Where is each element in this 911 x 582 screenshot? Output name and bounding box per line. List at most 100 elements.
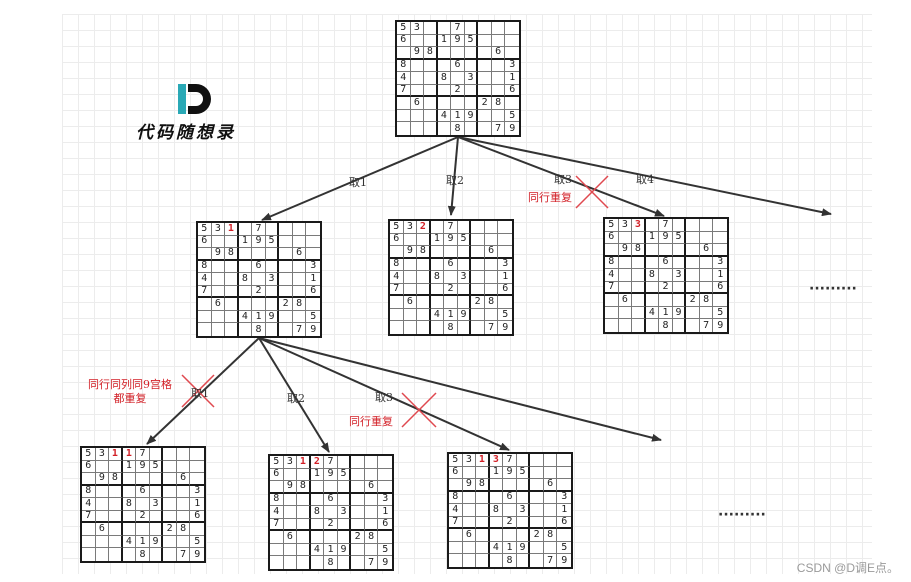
board-cell: 8 xyxy=(310,506,325,519)
board-cell: 9 xyxy=(462,479,477,492)
edge-root-to-take2 xyxy=(447,136,459,216)
board-cell: 1 xyxy=(238,235,253,249)
board-cell: 7 xyxy=(449,517,463,530)
board-cell: 6 xyxy=(306,286,320,299)
board-cell xyxy=(557,479,571,492)
board-cell xyxy=(225,323,239,336)
board-cell: 4 xyxy=(430,308,445,322)
board-cell: 6 xyxy=(503,491,517,505)
board-cell xyxy=(424,84,438,98)
board-cell xyxy=(95,498,110,511)
board-cell xyxy=(672,219,687,232)
board-cell: 9 xyxy=(659,231,673,245)
board-cell xyxy=(424,109,438,123)
board-cell: 2 xyxy=(451,85,465,98)
board-cell xyxy=(283,543,298,557)
board-cell: 3 xyxy=(410,22,425,35)
board-cell: 4 xyxy=(122,535,137,549)
board-cell xyxy=(543,541,558,555)
board-cell xyxy=(672,244,687,257)
edge-mid-to-take3 xyxy=(258,337,510,451)
board-cell: 5 xyxy=(516,466,531,480)
ellipsis-right-top: ········· xyxy=(809,281,857,297)
board-cell xyxy=(283,518,298,532)
board-cell xyxy=(605,294,619,307)
board-cell xyxy=(238,260,253,274)
board-cell xyxy=(424,59,438,73)
board-cell xyxy=(437,97,452,110)
board-cell: 8 xyxy=(699,294,714,307)
board-cell xyxy=(403,258,418,272)
board-cell xyxy=(176,460,191,474)
board-cell xyxy=(149,448,164,461)
board-cell xyxy=(438,122,452,135)
board-cell xyxy=(478,22,492,35)
board-cell: 3 xyxy=(713,257,727,270)
board-cell xyxy=(686,281,700,295)
board-cell xyxy=(645,219,660,232)
board-cell: 1 xyxy=(645,231,660,245)
board-cell xyxy=(471,233,485,247)
board-cell: 3 xyxy=(498,259,512,272)
board-cell xyxy=(457,258,472,272)
board-cell: 2 xyxy=(163,523,177,536)
board-cell: 3 xyxy=(505,60,519,73)
board-cell xyxy=(530,466,544,480)
board-cell: 1 xyxy=(505,72,519,85)
board-cell xyxy=(543,491,558,505)
board-cell: 6 xyxy=(283,531,298,544)
board-cell: 5 xyxy=(464,34,479,48)
board-cell: 6 xyxy=(451,59,465,73)
board-cell: 9 xyxy=(503,466,517,480)
board-cell xyxy=(491,84,506,98)
board-cell xyxy=(198,298,212,311)
board-cell: 9 xyxy=(672,306,687,320)
board-cell: 5 xyxy=(265,235,280,249)
board-cell: 9 xyxy=(283,481,298,494)
board-cell xyxy=(645,281,660,295)
board-cell xyxy=(225,285,239,299)
board-cell: 8 xyxy=(444,321,458,334)
board-cell: 8 xyxy=(430,271,445,284)
board-cell: 1 xyxy=(451,109,465,123)
board-cell xyxy=(212,323,226,336)
board-cell xyxy=(530,516,544,530)
board-cell xyxy=(557,454,571,467)
board-cell: 8 xyxy=(136,548,150,561)
board-cell xyxy=(618,306,633,320)
board-cell xyxy=(491,109,506,123)
board-cell xyxy=(430,246,445,259)
board-cell xyxy=(109,548,123,561)
board-cell xyxy=(476,466,490,480)
board-cell: 1 xyxy=(489,466,504,480)
board-cell xyxy=(82,535,96,549)
board-cell: 1 xyxy=(136,535,150,549)
board-cell xyxy=(297,506,311,519)
board-cell: 5 xyxy=(557,542,571,555)
board-cell xyxy=(351,481,365,494)
board-cell: 9 xyxy=(717,319,724,331)
board-cell xyxy=(659,294,673,307)
placed-cell: 1 xyxy=(476,454,490,467)
board-cell xyxy=(471,271,485,284)
board-cell xyxy=(109,535,123,549)
board-cell xyxy=(458,321,472,334)
board-cell: 1 xyxy=(190,498,204,511)
board-cell xyxy=(672,256,687,270)
board-cell xyxy=(390,246,404,259)
board-cell xyxy=(190,461,204,474)
board-cell xyxy=(176,448,191,461)
board-cell xyxy=(279,285,293,299)
board-cell xyxy=(109,460,123,474)
board-cell: 8 xyxy=(489,504,504,517)
board-cell xyxy=(632,319,646,332)
board-cell: 1 xyxy=(713,269,727,282)
board-cell xyxy=(444,296,458,309)
board-cell xyxy=(530,554,544,567)
board-cell xyxy=(489,516,504,530)
board-cell xyxy=(478,109,492,123)
board-cell xyxy=(686,219,700,232)
board-cell: 9 xyxy=(194,548,201,560)
